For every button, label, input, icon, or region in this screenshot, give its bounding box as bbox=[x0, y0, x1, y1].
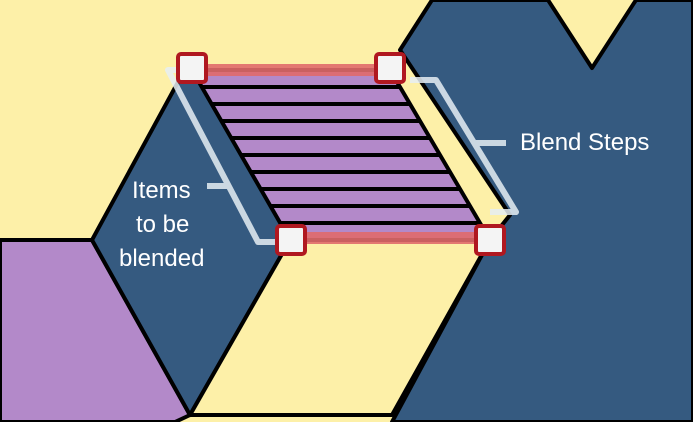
blend-steps-label: Blend Steps bbox=[520, 129, 649, 156]
top-edge-highlight bbox=[192, 64, 390, 76]
bottom-left-handle[interactable] bbox=[275, 224, 307, 256]
navy-right-region bbox=[390, 0, 693, 422]
items-label-line2: to be bbox=[136, 211, 189, 238]
top-left-handle[interactable] bbox=[176, 52, 208, 84]
blend-steps-bracket bbox=[410, 77, 519, 215]
items-label-line3: blended bbox=[119, 245, 204, 272]
blend-step-lines bbox=[201, 85, 480, 225]
items-label-line1: Items bbox=[132, 177, 191, 204]
top-right-handle[interactable] bbox=[374, 52, 406, 84]
purple-hexagon-tile bbox=[0, 238, 192, 422]
bottom-right-handle[interactable] bbox=[474, 224, 506, 256]
bottom-edge-highlight bbox=[290, 232, 490, 244]
